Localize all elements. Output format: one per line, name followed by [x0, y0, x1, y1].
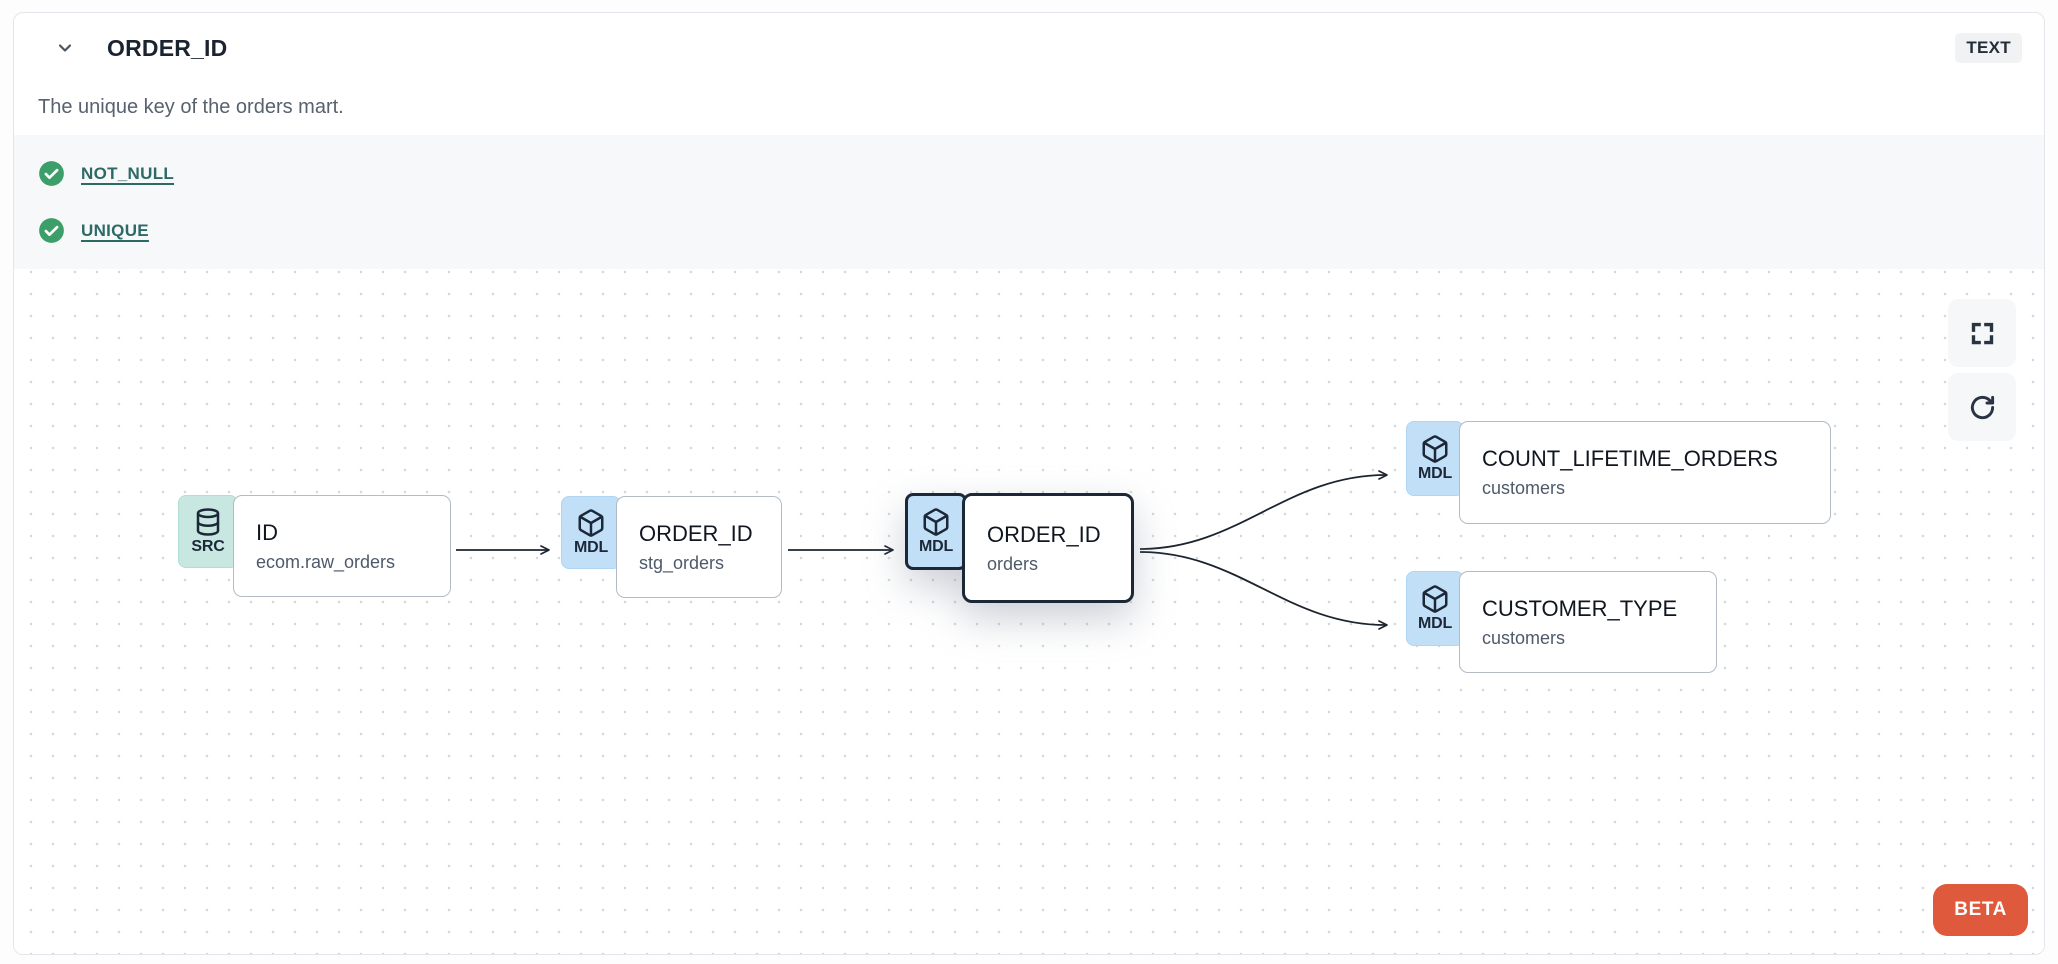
node-body: COUNT_LIFETIME_ORDERS customers: [1459, 421, 1831, 524]
node-badge: MDL: [918, 538, 954, 555]
test-link-not-null[interactable]: NOT_NULL: [81, 163, 175, 183]
test-row: UNIQUE: [38, 217, 2020, 244]
lineage-node-src-id[interactable]: SRC ID ecom.raw_orders: [178, 495, 451, 597]
page-title: ORDER_ID: [107, 34, 228, 61]
node-badge: SRC: [191, 538, 225, 555]
lineage-node-customer-type[interactable]: MDL CUSTOMER_TYPE customers: [1406, 571, 1717, 673]
lineage-node-orders-selected[interactable]: MDL ORDER_ID orders: [905, 493, 1134, 603]
lineage-canvas[interactable]: SRC ID ecom.raw_orders MDL ORDER_ID stg_…: [14, 269, 2044, 954]
node-subtitle: customers: [1482, 478, 1566, 498]
node-body: ID ecom.raw_orders: [233, 495, 451, 597]
lineage-node-stg-orders[interactable]: MDL ORDER_ID stg_orders: [561, 496, 782, 598]
node-badge: MDL: [1417, 615, 1453, 632]
node-type-tab: MDL: [905, 493, 967, 570]
node-body: ORDER_ID orders: [962, 493, 1134, 603]
lineage-edges: [456, 470, 1388, 630]
node-type-tab: MDL: [561, 496, 621, 569]
test-link-unique[interactable]: UNIQUE: [81, 220, 149, 240]
node-badge: MDL: [573, 539, 609, 556]
node-body: ORDER_ID stg_orders: [616, 496, 782, 598]
cube-icon: [1422, 435, 1448, 463]
test-row: NOT_NULL: [38, 160, 2020, 187]
node-type-tab: MDL: [1406, 421, 1464, 496]
canvas-controls: [1948, 299, 2016, 441]
refresh-icon: [1970, 395, 1994, 419]
fullscreen-button[interactable]: [1948, 299, 2016, 367]
header: ORDER_ID TEXT: [14, 27, 2044, 69]
node-subtitle: customers: [1482, 627, 1566, 648]
check-circle-icon: [39, 218, 64, 243]
refresh-button[interactable]: [1948, 373, 2016, 441]
node-badge: MDL: [1417, 465, 1453, 482]
cube-icon: [923, 508, 949, 536]
column-details-card: ORDER_ID TEXT The unique key of the orde…: [13, 12, 2045, 955]
column-description: The unique key of the orders mart.: [38, 96, 344, 118]
node-body: CUSTOMER_TYPE customers: [1459, 571, 1717, 673]
check-circle-icon: [39, 161, 64, 186]
node-title: ORDER_ID: [987, 521, 1101, 547]
tests-section: NOT_NULL UNIQUE: [14, 135, 2044, 269]
beta-badge: BETA: [1933, 884, 2028, 936]
lineage-node-count-lifetime-orders[interactable]: MDL COUNT_LIFETIME_ORDERS customers: [1406, 421, 1831, 524]
node-title: CUSTOMER_TYPE: [1482, 595, 1678, 621]
node-subtitle: stg_orders: [639, 552, 725, 573]
cube-icon: [1422, 585, 1448, 613]
node-type-tab: MDL: [1406, 571, 1464, 646]
fullscreen-icon: [1971, 322, 1993, 344]
column-type-badge: TEXT: [1955, 33, 2022, 63]
database-icon: [196, 508, 220, 536]
collapse-toggle[interactable]: [53, 36, 77, 60]
node-subtitle: ecom.raw_orders: [256, 551, 396, 572]
node-title: ID: [256, 519, 278, 545]
node-title: ORDER_ID: [639, 520, 753, 546]
node-type-tab: SRC: [178, 495, 238, 568]
cube-icon: [578, 509, 604, 537]
chevron-down-icon: [58, 44, 72, 52]
node-subtitle: orders: [987, 553, 1039, 574]
node-title: COUNT_LIFETIME_ORDERS: [1482, 446, 1778, 471]
